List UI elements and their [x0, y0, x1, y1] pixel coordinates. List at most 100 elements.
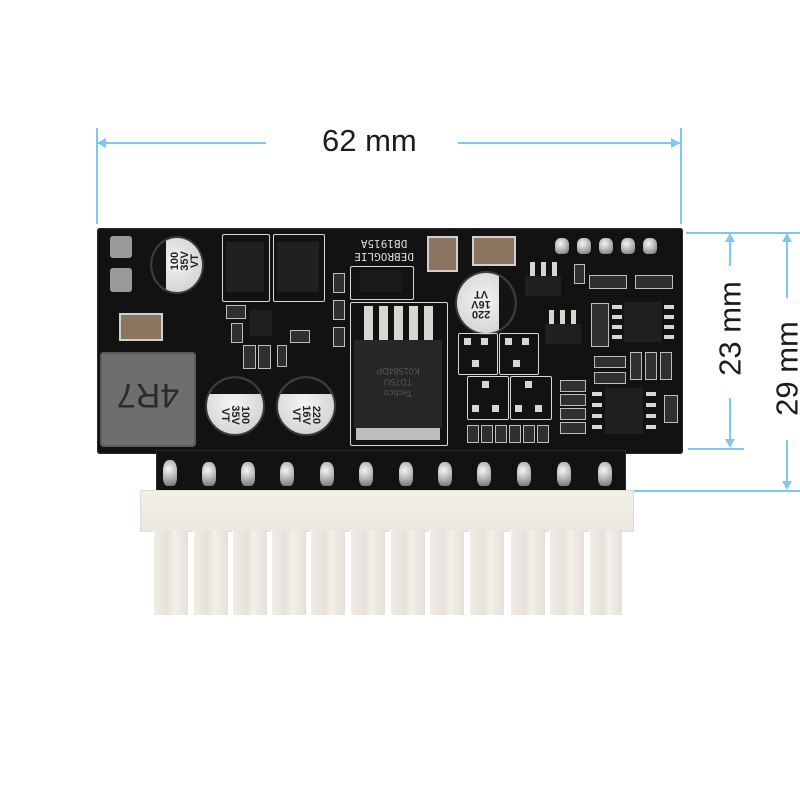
ic-pin	[646, 392, 656, 396]
solder-joint	[477, 462, 491, 486]
regulator-ic	[354, 340, 442, 428]
resistor	[560, 422, 586, 434]
resistor	[277, 345, 287, 367]
solder-joint	[598, 462, 612, 486]
transistor-outline	[510, 376, 552, 420]
mosfet-outline	[222, 234, 270, 302]
top-extension-line	[686, 232, 800, 234]
resistor	[594, 356, 626, 368]
transistor-pad	[513, 360, 520, 367]
resistor	[243, 345, 256, 369]
connector-pin	[390, 530, 425, 615]
sot223-ic	[525, 276, 561, 296]
smd-capacitor	[119, 313, 163, 341]
ic-pin	[612, 315, 622, 319]
ic-pin	[646, 414, 656, 418]
total-bottom-extension-line	[630, 490, 800, 492]
smd-capacitor	[427, 236, 458, 272]
transistor-pad	[525, 381, 532, 388]
width-dimension-line-left	[98, 142, 266, 144]
resistor	[560, 380, 586, 392]
pcb-board-lower-tab	[156, 450, 626, 492]
resistor	[664, 395, 678, 423]
width-dimension-right-extension	[680, 128, 682, 224]
resistor	[523, 425, 535, 443]
mosfet-outline	[273, 234, 325, 302]
header-pin	[599, 238, 613, 254]
resistor	[635, 275, 673, 289]
regulator-outline	[350, 302, 448, 446]
silkscreen-label: DEBROGLIE DB1915A	[354, 237, 414, 263]
transistor-pad	[522, 338, 529, 345]
solder-joint	[280, 462, 294, 486]
connector-pin	[310, 530, 345, 615]
mosfet-ic	[277, 242, 319, 292]
transistor-pad	[492, 405, 499, 412]
ic-pin	[612, 305, 622, 309]
header-pin	[555, 238, 569, 254]
connector-pin	[232, 530, 267, 615]
resistor	[591, 303, 609, 347]
ic-pin	[646, 425, 656, 429]
board-height-label: 23 mm	[712, 281, 748, 376]
ic-pin	[646, 403, 656, 407]
regulator-leg	[394, 306, 403, 340]
connector-pin	[589, 530, 622, 615]
sot223-leg	[530, 262, 535, 276]
transistor-pad	[472, 360, 479, 367]
resistor	[589, 275, 627, 289]
connector-pin	[510, 530, 545, 615]
connector-pin	[271, 530, 306, 615]
resistor	[509, 425, 521, 443]
inductor	[100, 352, 196, 447]
transistor-outline	[458, 333, 498, 375]
resistor	[333, 300, 345, 320]
connector-pin	[193, 530, 228, 615]
inductor-label: 4R7	[116, 376, 180, 414]
regulator-leg	[379, 306, 388, 340]
resistor	[560, 394, 586, 406]
resistor	[467, 425, 479, 443]
sot223-ic	[545, 324, 581, 344]
mosfet-ic	[226, 242, 264, 292]
width-dimension-left-extension	[96, 128, 98, 224]
solder-joint	[359, 462, 373, 486]
resistor	[481, 425, 493, 443]
resistor	[231, 323, 243, 343]
connector-pin	[469, 530, 504, 615]
diode-outline	[350, 266, 414, 300]
sot223-leg	[541, 262, 546, 276]
transistor-pad	[472, 405, 479, 412]
ic-pin	[664, 325, 674, 329]
test-pad	[110, 268, 132, 292]
arrow-up-icon	[782, 233, 792, 242]
resistor	[290, 330, 310, 343]
width-dimension-label: 62 mm	[322, 123, 417, 158]
ic-pin	[592, 403, 602, 407]
connector-pin	[350, 530, 385, 615]
ic-pin	[592, 392, 602, 396]
solder-joint	[438, 462, 452, 486]
resistor	[333, 273, 345, 293]
board-height-line-bottom	[729, 398, 731, 444]
resistor	[258, 345, 271, 369]
transistor-outline	[499, 333, 539, 375]
sot223-leg	[549, 310, 554, 324]
soic8-ic	[624, 302, 662, 342]
ic-pin	[612, 325, 622, 329]
ic-pin	[664, 315, 674, 319]
smd-capacitor	[472, 236, 516, 266]
arrow-up-icon	[725, 233, 735, 242]
header-pin	[621, 238, 635, 254]
transistor-pad	[535, 405, 542, 412]
transistor-pad	[481, 338, 488, 345]
arrow-down-icon	[782, 481, 792, 490]
solder-joint	[241, 462, 255, 486]
